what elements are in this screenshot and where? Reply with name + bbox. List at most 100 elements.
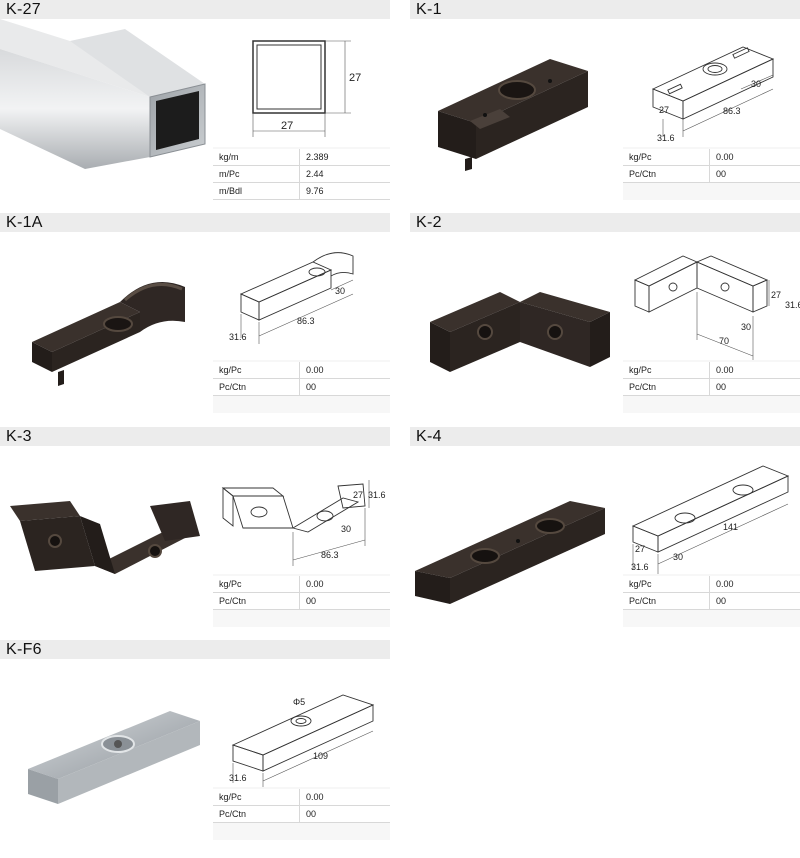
- spec-key: Pc/Ctn: [623, 592, 710, 610]
- dim-a: 30: [335, 286, 345, 296]
- spec-key: kg/Pc: [623, 362, 710, 379]
- product-code: K-3: [6, 428, 32, 445]
- product-photo: [410, 446, 623, 627]
- product-panel-k4: K-4 27: [410, 427, 800, 627]
- spec-key: kg/Pc: [213, 789, 300, 806]
- spec-value: 9.76: [299, 182, 390, 200]
- spec-value: 00: [709, 378, 800, 396]
- product-code: K-1: [416, 1, 442, 18]
- panel-header: K-4: [410, 427, 800, 446]
- spec-value: 2.44: [299, 165, 390, 183]
- spec-value: 0.00: [709, 576, 800, 593]
- dim-a: 30: [751, 79, 761, 89]
- dim-d: 70: [719, 336, 729, 346]
- panel-header: K-3: [0, 427, 390, 446]
- spec-value: 0.00: [299, 362, 390, 379]
- spec-key: kg/Pc: [213, 362, 300, 379]
- spec-value: 2.389: [299, 149, 390, 166]
- spec-value: 00: [299, 592, 390, 610]
- product-photo: [410, 19, 623, 200]
- dim-d: 86.3: [321, 550, 339, 560]
- dim-b: 31.6: [229, 773, 247, 783]
- spec-value: 00: [709, 592, 800, 610]
- spec-key: Pc/Ctn: [213, 378, 300, 396]
- product-photo: [0, 19, 213, 200]
- panel-header: K-F6: [0, 640, 390, 659]
- dim-c: 30: [341, 524, 351, 534]
- dim-c: 86.3: [297, 316, 315, 326]
- dim-b: 27: [659, 105, 669, 115]
- joint-k1-image: [438, 59, 588, 171]
- spec-value: 0.00: [709, 362, 800, 379]
- product-photo: [0, 446, 213, 627]
- product-panel-k27: K-27: [0, 0, 390, 200]
- dim-width: 27: [281, 120, 293, 132]
- dim-height: 27: [349, 72, 361, 84]
- product-code: K-4: [416, 428, 442, 445]
- dim-c: 141: [723, 522, 738, 532]
- spec-key: Pc/Ctn: [623, 165, 710, 183]
- technical-drawing: Φ5 31.6 109: [213, 659, 390, 787]
- spec-key: kg/m: [213, 149, 300, 166]
- joint-kf6-image: [28, 711, 200, 804]
- spec-key: kg/Pc: [623, 576, 710, 593]
- dim-c: 30: [741, 322, 751, 332]
- product-photo: [410, 232, 623, 413]
- dim-b: 31.6: [229, 332, 247, 342]
- product-panel-k3: K-3: [0, 427, 390, 627]
- spec-key: Pc/Ctn: [213, 592, 300, 610]
- product-code: K-27: [6, 1, 41, 18]
- technical-drawing: 30 31.6 86.3: [213, 232, 390, 360]
- product-code: K-F6: [6, 641, 42, 658]
- dim-a: Φ5: [293, 697, 305, 707]
- spec-key: m/Bdl: [213, 182, 300, 200]
- joint-k1a-image: [32, 282, 185, 386]
- product-photo: [0, 659, 213, 840]
- spec-value: 00: [709, 165, 800, 183]
- spec-key: m/Pc: [213, 165, 300, 183]
- product-panel-k1: K-1: [410, 0, 800, 200]
- product-panel-kf6: K-F6: [0, 640, 390, 840]
- square-tube-image: [0, 19, 206, 169]
- spec-key: Pc/Ctn: [623, 378, 710, 396]
- dim-b: 31.6: [785, 300, 800, 310]
- dim-b: 31.6: [368, 490, 386, 500]
- spec-value: 00: [299, 805, 390, 823]
- spec-value: 0.00: [299, 576, 390, 593]
- dim-c: 31.6: [657, 133, 675, 143]
- joint-k4-image: [415, 501, 605, 604]
- technical-drawing: 27 31.6 30 86.3: [213, 446, 390, 574]
- product-panel-k2: K-2: [410, 213, 800, 413]
- panel-header: K-1A: [0, 213, 390, 232]
- joint-k3-image: [10, 501, 200, 574]
- panel-header: K-2: [410, 213, 800, 232]
- joint-k2-image: [430, 292, 610, 372]
